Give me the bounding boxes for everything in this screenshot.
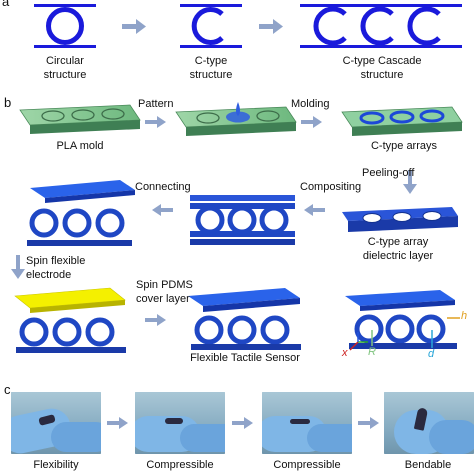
c-type-arrays-label: C-type arrays bbox=[370, 140, 438, 152]
spin-pdms-label-1: Spin PDMS bbox=[136, 279, 193, 291]
dimensioned-sensor bbox=[345, 290, 460, 351]
connected-device bbox=[27, 180, 135, 246]
c-type-structure bbox=[180, 4, 242, 48]
caption-compressible-1: Compressible bbox=[146, 459, 214, 471]
cascade-label-1: C-type Cascade bbox=[342, 55, 422, 67]
pattern-label: Pattern bbox=[138, 98, 174, 110]
molding-label: Molding bbox=[291, 98, 330, 110]
flexible-tactile-sensor bbox=[188, 288, 301, 350]
dim-h-label: h bbox=[461, 310, 468, 322]
photo-flexibility bbox=[11, 392, 101, 454]
arrow-c1 bbox=[107, 417, 128, 429]
arrow-a1 bbox=[122, 19, 146, 34]
panel-b-letter: b bbox=[4, 95, 12, 110]
arrow-pattern bbox=[145, 116, 166, 128]
peeling-off-label: Peeling-off bbox=[362, 167, 415, 179]
spin-pdms-label-2: cover layer bbox=[136, 293, 190, 305]
pla-mold-label: PLA mold bbox=[56, 140, 104, 152]
arrow-spin-pdms bbox=[145, 314, 166, 326]
c-type-label-1: C-type bbox=[194, 55, 228, 67]
pla-mold bbox=[19, 104, 141, 134]
panel-c-letter: c bbox=[4, 382, 11, 397]
connecting-label: Connecting bbox=[135, 181, 191, 193]
caption-flexibility: Flexibility bbox=[33, 459, 79, 471]
caption-compressible-2: Compressible bbox=[273, 459, 341, 471]
arrow-c3 bbox=[358, 417, 379, 429]
c-type-label-2: structure bbox=[189, 69, 233, 81]
c-type-cascade-structure bbox=[300, 4, 462, 48]
c-type-arrays-mold bbox=[341, 106, 463, 136]
sensor-title-label: Flexible Tactile Sensor bbox=[190, 352, 300, 364]
patterned-mold bbox=[175, 102, 297, 136]
c-type-array-dielectric-layer bbox=[342, 207, 458, 232]
arrow-a2 bbox=[259, 19, 283, 34]
circular-structure bbox=[34, 4, 96, 48]
circular-label-2: structure bbox=[43, 69, 87, 81]
array-layer-label-2: dielectric layer bbox=[362, 250, 434, 262]
compositing-label: Compositing bbox=[300, 181, 362, 193]
arrow-molding bbox=[301, 116, 322, 128]
dim-r-label: R bbox=[368, 346, 376, 358]
dim-d-label: d bbox=[428, 348, 435, 360]
spin-electrode-label-1: Spin flexible bbox=[26, 255, 86, 267]
arrow-spin-electrode bbox=[11, 255, 25, 279]
axis-x-label: x bbox=[342, 347, 348, 359]
photo-bendable bbox=[384, 392, 474, 454]
electrode-device bbox=[14, 287, 126, 353]
spin-electrode-label-2: electrode bbox=[26, 269, 72, 281]
circular-label-1: Circular bbox=[46, 55, 84, 67]
caption-bendable: Bendable bbox=[404, 459, 452, 471]
arrow-c2 bbox=[232, 417, 253, 429]
arrow-connecting bbox=[152, 204, 173, 216]
cascade-label-2: structure bbox=[360, 69, 404, 81]
photo-compressible-2 bbox=[262, 392, 352, 454]
photo-compressible-1 bbox=[135, 392, 225, 454]
composited-stack bbox=[190, 195, 295, 245]
array-layer-label-1: C-type array bbox=[367, 236, 429, 248]
arrow-compositing bbox=[304, 204, 325, 216]
panel-a-letter: a bbox=[2, 0, 10, 9]
